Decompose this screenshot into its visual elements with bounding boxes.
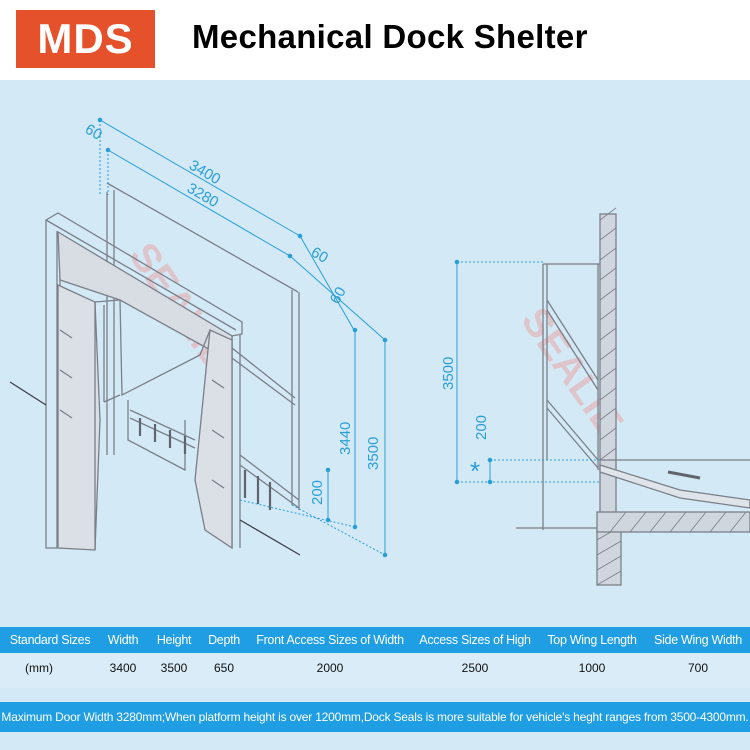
top-curtain [57,230,233,364]
spec-value-front-access-width: 2000 [316,661,344,675]
header: MDS Mechanical Dock Shelter [0,0,750,80]
front-dimensions [97,117,388,558]
spec-value-access-high: 2500 [461,661,489,675]
spec-header-top-wing-length: Top Wing Length [547,633,637,647]
footer-note: Maximum Door Width 3280mm;When platform … [0,702,750,732]
spec-value-width: 3400 [109,661,137,675]
dim-60-mid: 60 [327,284,350,307]
spec-header-standard-sizes: Standard Sizes [9,633,91,647]
front-view [9,182,301,556]
asterisk-mark: * [470,456,480,486]
mds-logo: MDS [16,10,155,68]
side-curtain-left [57,283,101,551]
dim-60-top: 60 [82,121,105,144]
technical-drawing: SEALIE SEALIE [9,117,750,586]
dim-3440: 3440 [337,422,354,455]
spec-value-top-wing-length: 1000 [578,661,606,675]
spec-table: Standard Sizes Width Height Depth Front … [0,627,750,688]
dim-3500-front: 3500 [365,437,382,470]
spec-header-side-wing-width: Side Wing Width [654,633,742,647]
spec-header-width: Width [107,633,139,647]
spec-header-depth: Depth [208,633,240,647]
spec-value-depth: 650 [213,661,235,675]
spec-value-side-wing-width: 700 [687,661,709,675]
dim-200-front: 200 [309,480,326,505]
spec-value-height: 3500 [160,661,188,675]
spec-header-row: Standard Sizes Width Height Depth Front … [0,627,750,653]
spec-header-height: Height [156,633,192,647]
spec-header-access-high: Access Sizes of High [419,633,531,647]
side-dimensions [454,259,600,485]
dim-60-right: 60 [308,244,331,267]
page-title: Mechanical Dock Shelter [192,18,588,55]
side-curtain-right [194,329,233,550]
spec-header-front-access-width: Front Access Sizes of Width [256,633,404,647]
spec-value-row: (mm) 3400 3500 650 2000 2500 1000 700 [0,653,750,688]
spec-value-unit: (mm) [25,661,53,675]
side-view [516,207,750,586]
dim-3500-side: 3500 [440,357,457,390]
dim-200-side: 200 [473,415,490,440]
